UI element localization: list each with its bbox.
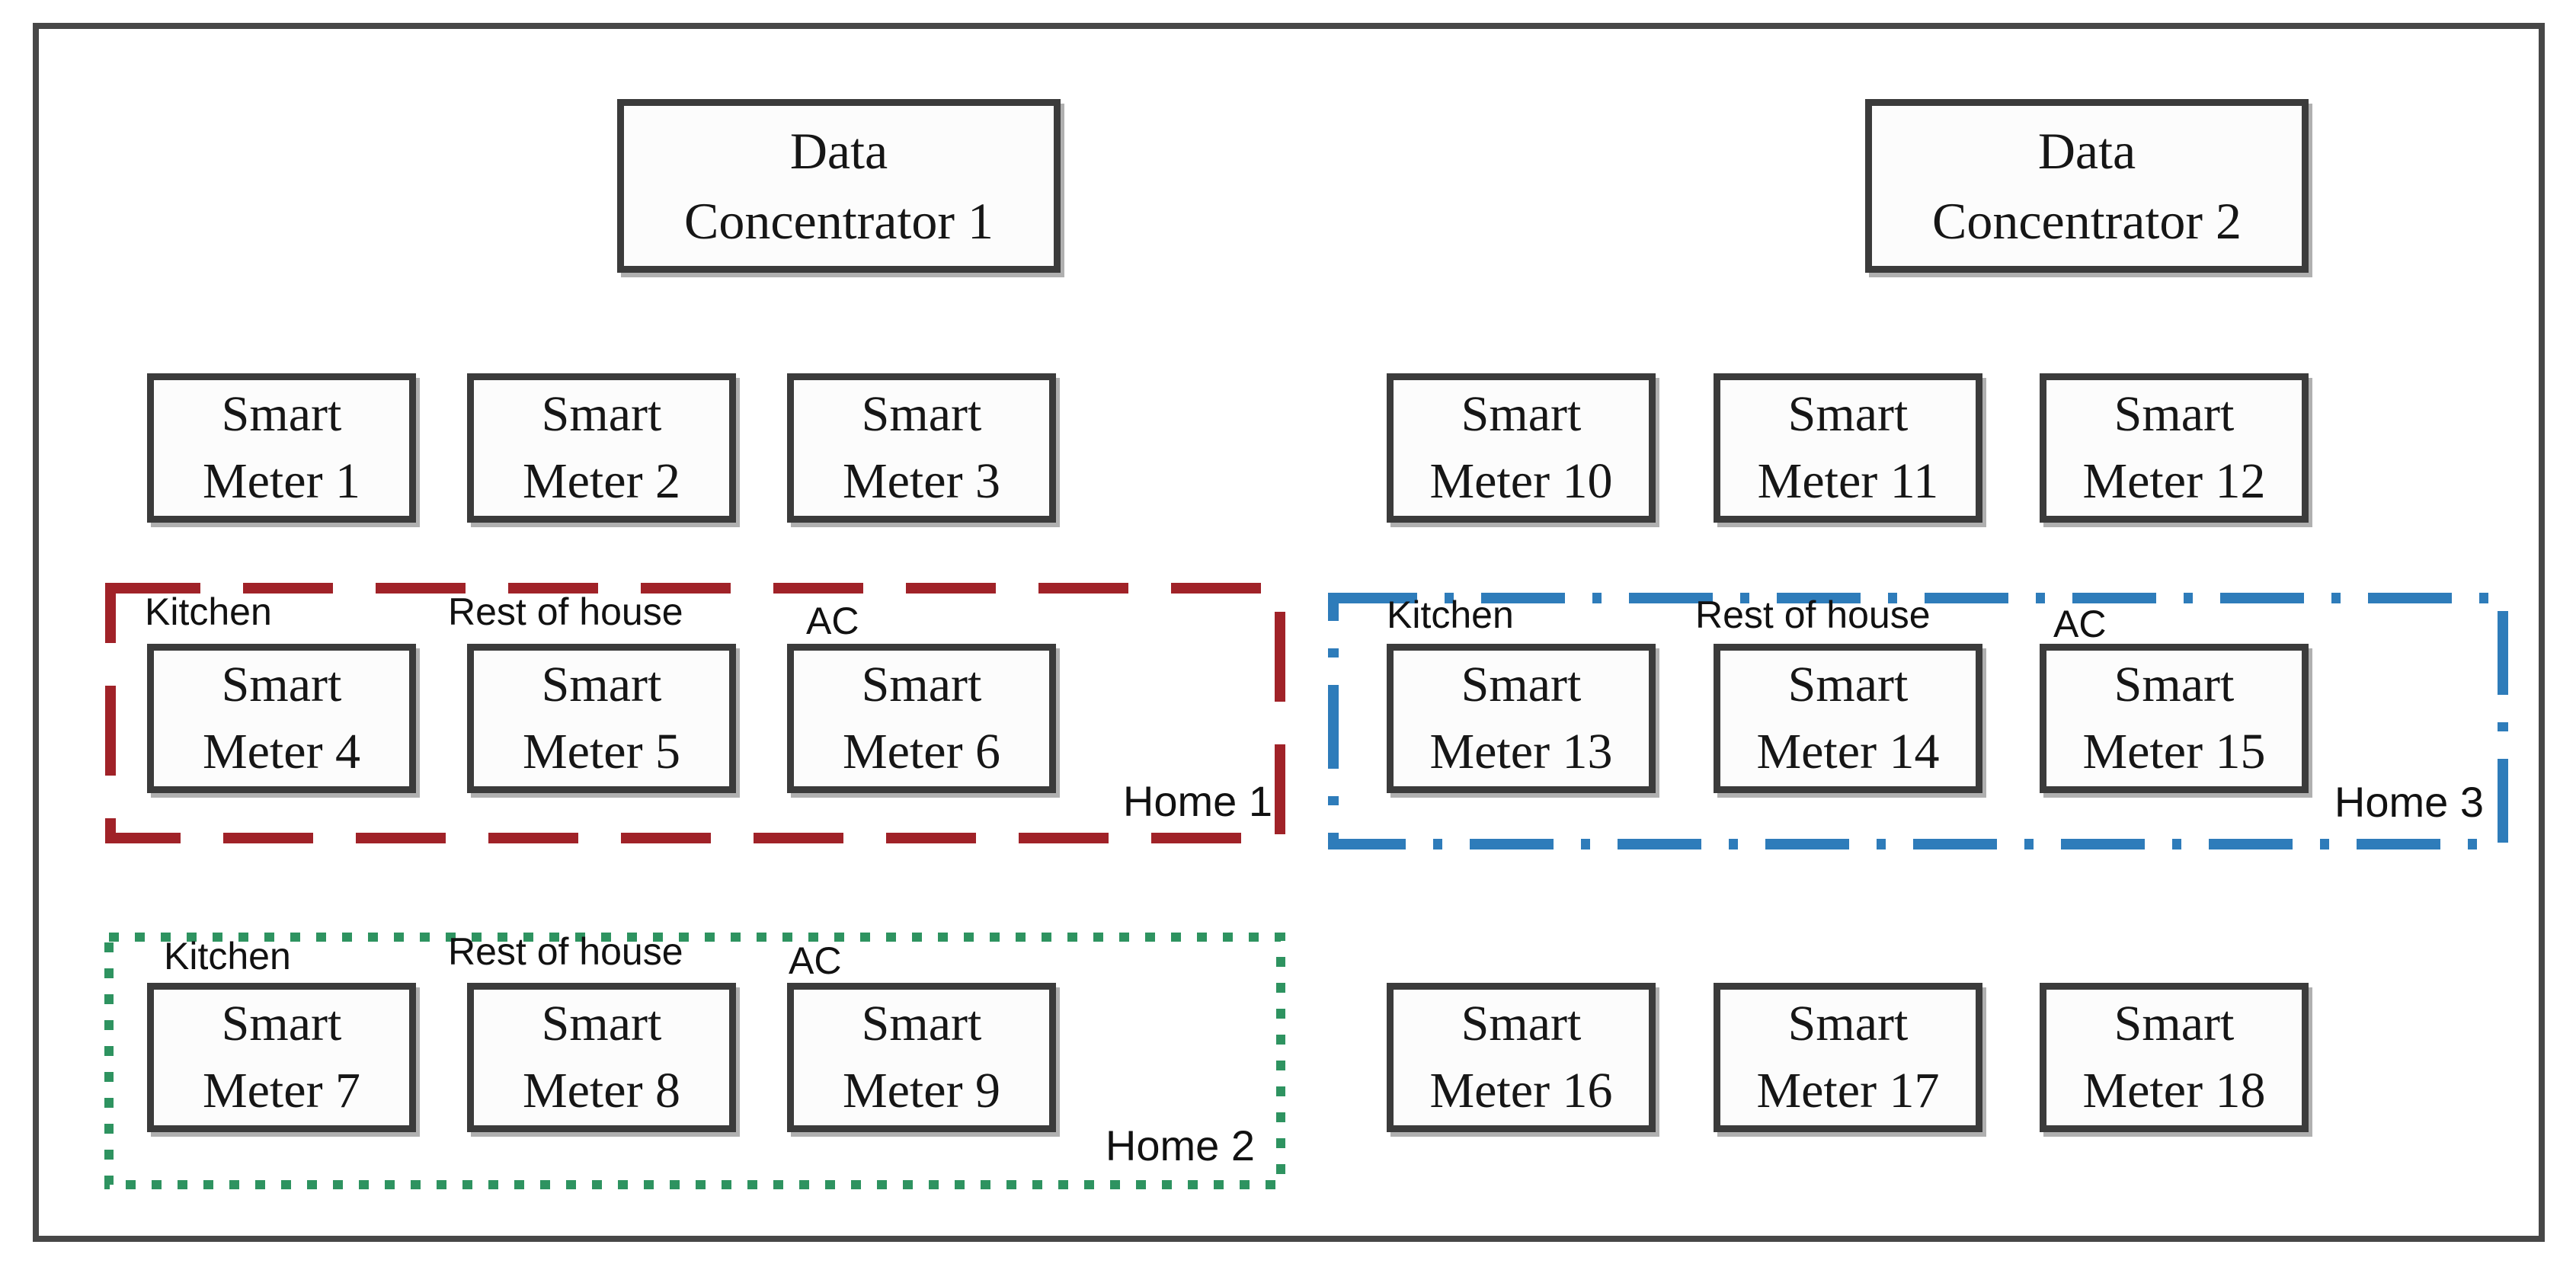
smart-meter-2-box: Smart Meter 2 — [467, 373, 736, 523]
data-concentrator-1-line1: Data — [789, 122, 888, 180]
data-concentrator-1-line2: Concentrator 1 — [684, 192, 994, 250]
smart-meter-15-box: Smart Meter 15 — [2040, 644, 2309, 793]
smart-meter-9-box: Smart Meter 9 — [787, 983, 1056, 1132]
smart-meter-10-line2: Meter 10 — [1429, 453, 1613, 509]
home-3-rest-of-house-label: Rest of house — [1695, 594, 1931, 636]
smart-meter-3-box: Smart Meter 3 — [787, 373, 1056, 523]
smart-meter-7-line2: Meter 7 — [202, 1063, 361, 1118]
smart-meter-5-line1: Smart — [541, 657, 662, 712]
data-concentrator-2-line2: Concentrator 2 — [1932, 192, 2242, 250]
smart-meter-8-line1: Smart — [541, 996, 662, 1051]
smart-meter-1-line2: Meter 1 — [202, 453, 361, 509]
smart-meter-10-line1: Smart — [1461, 386, 1582, 442]
data-concentrator-2-box: Data Concentrator 2 — [1865, 99, 2309, 273]
smart-meter-3-line1: Smart — [861, 386, 982, 442]
smart-meter-4-box: Smart Meter 4 — [147, 644, 416, 793]
diagram-border — [33, 23, 2545, 1242]
home-3-kitchen-label: Kitchen — [1387, 594, 1514, 636]
smart-meter-16-line2: Meter 16 — [1429, 1063, 1613, 1118]
smart-meter-9-line2: Meter 9 — [842, 1063, 1001, 1118]
smart-meter-5-box: Smart Meter 5 — [467, 644, 736, 793]
smart-meter-13-line1: Smart — [1461, 657, 1582, 712]
smart-meter-8-line2: Meter 8 — [522, 1063, 681, 1118]
smart-meter-7-line1: Smart — [221, 996, 342, 1051]
data-concentrator-1-box: Data Concentrator 1 — [617, 99, 1061, 273]
home-2-outline — [104, 933, 1285, 1189]
data-concentrator-2-line1: Data — [2037, 122, 2136, 180]
smart-meter-11-line2: Meter 11 — [1757, 453, 1939, 509]
smart-meter-15-line1: Smart — [2114, 657, 2235, 712]
smart-meter-17-line1: Smart — [1787, 996, 1909, 1051]
home-1-ac-label: AC — [806, 600, 859, 642]
smart-meter-14-box: Smart Meter 14 — [1714, 644, 1982, 793]
smart-meter-13-box: Smart Meter 13 — [1387, 644, 1656, 793]
smart-meter-9-line1: Smart — [861, 996, 982, 1051]
smart-meter-3-line2: Meter 3 — [842, 453, 1001, 509]
smart-meter-14-line1: Smart — [1787, 657, 1909, 712]
smart-meter-12-line1: Smart — [2114, 386, 2235, 442]
smart-meter-10-box: Smart Meter 10 — [1387, 373, 1656, 523]
smart-meter-18-box: Smart Meter 18 — [2040, 983, 2309, 1132]
home-2-kitchen-label: Kitchen — [164, 935, 291, 977]
smart-meter-6-line1: Smart — [861, 657, 982, 712]
smart-meter-13-line2: Meter 13 — [1429, 724, 1613, 779]
smart-meter-16-line1: Smart — [1461, 996, 1582, 1051]
smart-meter-17-line2: Meter 17 — [1756, 1063, 1940, 1118]
smart-meter-5-line2: Meter 5 — [522, 724, 681, 779]
smart-meter-7-box: Smart Meter 7 — [147, 983, 416, 1132]
smart-meter-6-box: Smart Meter 6 — [787, 644, 1056, 793]
home-3-label: Home 3 — [2334, 778, 2484, 826]
home-2-rest-of-house-label: Rest of house — [448, 930, 683, 973]
smart-meter-1-box: Smart Meter 1 — [147, 373, 416, 523]
home-3-ac-label: AC — [2053, 603, 2107, 645]
home-3-outline — [1328, 593, 2508, 849]
home-1-rest-of-house-label: Rest of house — [448, 590, 683, 633]
smart-meter-17-box: Smart Meter 17 — [1714, 983, 1982, 1132]
smart-meter-18-line2: Meter 18 — [2082, 1063, 2266, 1118]
home-1-outline — [105, 583, 1285, 843]
smart-meter-4-line1: Smart — [221, 657, 342, 712]
smart-meter-11-box: Smart Meter 11 — [1714, 373, 1982, 523]
smart-meter-1-line1: Smart — [221, 386, 342, 442]
home-1-kitchen-label: Kitchen — [145, 590, 272, 633]
home-2-label: Home 2 — [1105, 1121, 1255, 1169]
smart-meter-8-box: Smart Meter 8 — [467, 983, 736, 1132]
home-1-label: Home 1 — [1122, 777, 1272, 825]
smart-meter-16-box: Smart Meter 16 — [1387, 983, 1656, 1132]
smart-meter-11-line1: Smart — [1787, 386, 1909, 442]
smart-meter-4-line2: Meter 4 — [202, 724, 361, 779]
smart-meter-18-line1: Smart — [2114, 996, 2235, 1051]
smart-meter-15-line2: Meter 15 — [2082, 724, 2266, 779]
smart-meter-14-line2: Meter 14 — [1756, 724, 1940, 779]
home-2-ac-label: AC — [789, 939, 842, 982]
smart-meter-12-line2: Meter 12 — [2082, 453, 2266, 509]
smart-meter-12-box: Smart Meter 12 — [2040, 373, 2309, 523]
smart-meter-2-line2: Meter 2 — [522, 453, 681, 509]
smart-meter-2-line1: Smart — [541, 386, 662, 442]
smart-meter-6-line2: Meter 6 — [842, 724, 1001, 779]
